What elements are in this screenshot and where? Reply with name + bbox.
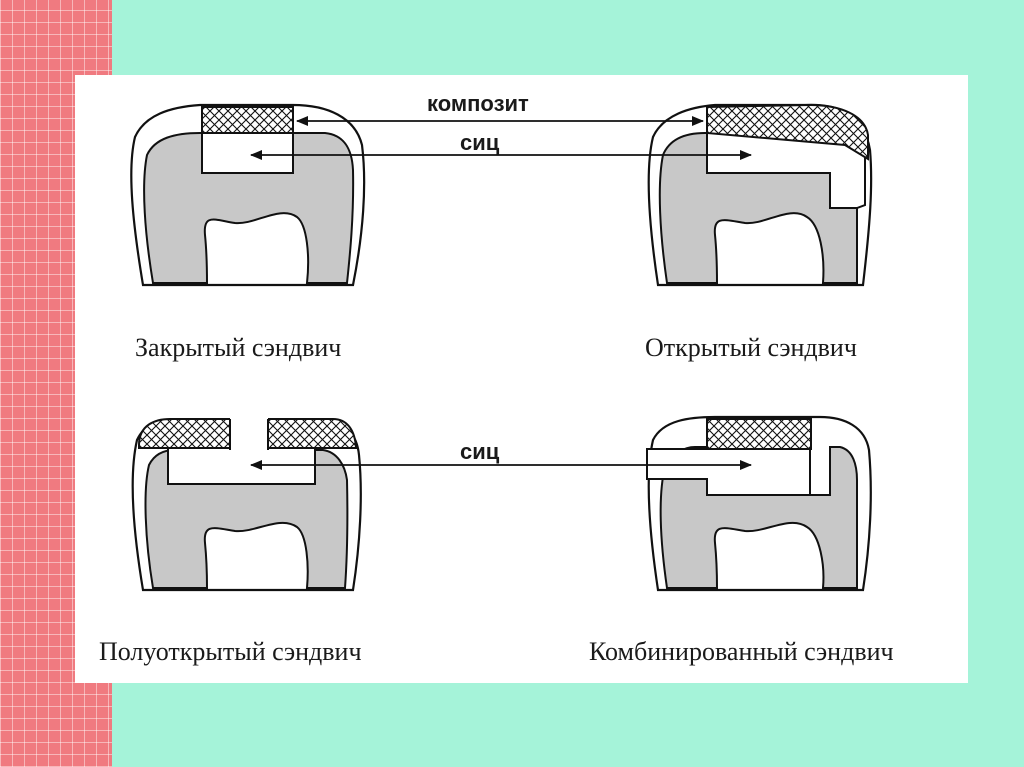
tooth-semi-open [131,417,362,592]
label-closed-sandwich: Закрытый сэндвич [135,333,342,362]
slide-panel: композит сиц сиц Закрытый сэндвич Открыт… [75,75,968,683]
dentin-closed [143,132,355,284]
composite-open [706,103,869,161]
tooth-combined [646,415,872,592]
label-open-sandwich: Открытый сэндвич [645,333,857,362]
tooth-open [647,103,873,287]
composite-closed [201,106,294,134]
label-semi-open-sandwich: Полуоткрытый сэндвич [99,637,362,666]
sandwich-diagram [130,103,873,592]
gic-annotation-top: сиц [460,130,500,155]
composite-annotation: композит [427,91,529,116]
gic-semi-open [167,447,316,485]
label-combined-sandwich: Комбинированный сэндвич [589,637,894,666]
semi-open-gap [230,417,268,450]
dentin-open [658,132,858,284]
composite-combined [706,418,812,450]
tooth-closed [130,103,366,287]
composite-semi-open-left [138,418,231,449]
composite-semi-open-right [267,418,358,449]
gic-annotation-bottom: сиц [460,439,500,464]
arrows [250,116,752,470]
gic-closed [201,132,294,174]
